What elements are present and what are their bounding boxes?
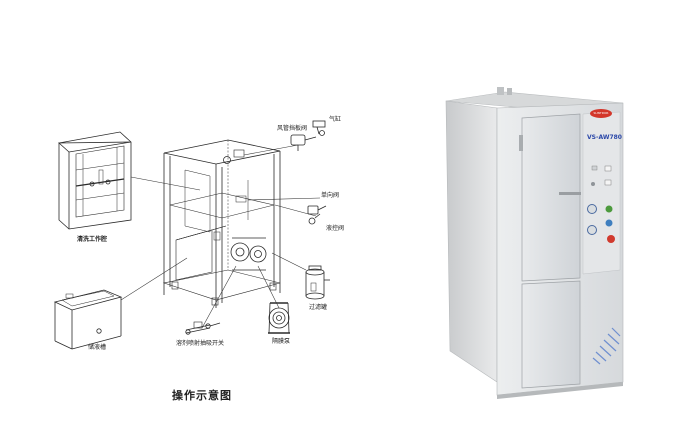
blue-button[interactable] [605,219,613,227]
top-fitting [497,87,504,95]
emergency-stop-button[interactable] [607,235,615,243]
toggle-switch[interactable] [591,182,595,186]
filter-tank-drawing [305,265,330,300]
door-hinge [519,135,523,151]
pressure-gauge [587,204,597,214]
label-filter-tank: 过滤罐 [309,304,328,311]
spray-switch-drawing [185,321,221,335]
vent-grille [592,327,621,365]
work-chamber-drawing [57,131,132,230]
air-valve-drawing [290,120,326,151]
liquid-tank-drawing [53,289,123,350]
label-pilot-valve: 液控阀 [326,225,345,232]
pressure-gauge [587,225,597,235]
lower-panel [521,280,581,389]
top-fitting [507,88,512,95]
label-air-cylinder: 气缸 [329,116,342,123]
indicator-light [604,165,612,172]
brand-badge: SUNTDOR [590,109,612,118]
label-check-valve: 单向阀 [321,192,340,199]
cabinet-frame-drawing [162,139,281,308]
model-label: VS-AW780 [587,134,622,141]
door-handle[interactable] [559,192,581,195]
upper-door [521,113,581,282]
label-spray-switch: 溶剂喷射抽吸开关 [176,340,225,347]
label-air-pipe-valve: 风管挡板阀 [277,125,308,132]
check-valve-drawing [307,205,327,225]
label-work-area: 清洗工作腔 [77,236,108,243]
label-liquid-tank: 储液槽 [88,344,107,351]
indicator-light [591,165,598,171]
leader-lines [120,144,321,329]
green-button[interactable] [605,205,613,213]
machine-side-panel [445,100,498,383]
diagram-title: 操作示意图 [172,389,232,402]
machine-base [497,382,623,399]
label-diaphragm-pump: 隔膜泵 [272,338,291,345]
indicator-light [604,179,612,186]
